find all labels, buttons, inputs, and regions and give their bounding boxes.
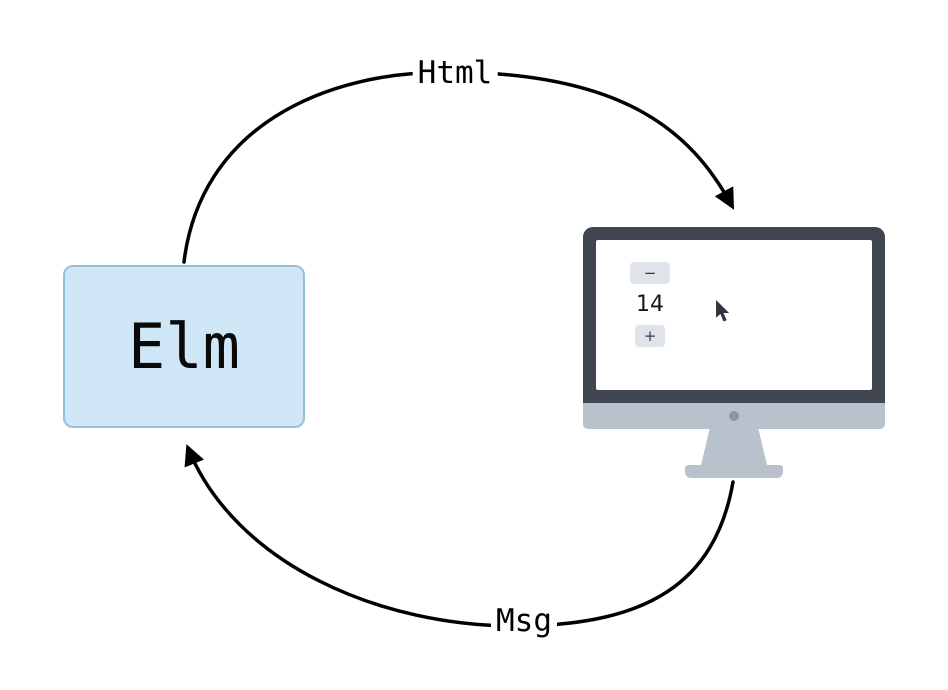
counter-app: − 14 + — [626, 262, 674, 347]
monitor-logo-dot — [729, 411, 739, 421]
monitor-stand — [701, 429, 767, 465]
msg-arrow-label: Msg — [491, 603, 557, 639]
monitor-chin — [583, 403, 885, 429]
elm-node: Elm — [63, 265, 305, 428]
monitor-screen: − 14 + — [596, 240, 872, 390]
html-arrow-label: Html — [412, 55, 498, 91]
decrement-button[interactable]: − — [630, 262, 670, 284]
monitor-base — [685, 465, 783, 478]
monitor-bezel: − 14 + — [583, 227, 885, 403]
cursor-icon — [716, 300, 730, 322]
counter-value: 14 — [636, 292, 664, 317]
monitor-illustration: − 14 + — [583, 227, 885, 478]
increment-button[interactable]: + — [635, 325, 665, 347]
elm-node-label: Elm — [128, 310, 240, 383]
